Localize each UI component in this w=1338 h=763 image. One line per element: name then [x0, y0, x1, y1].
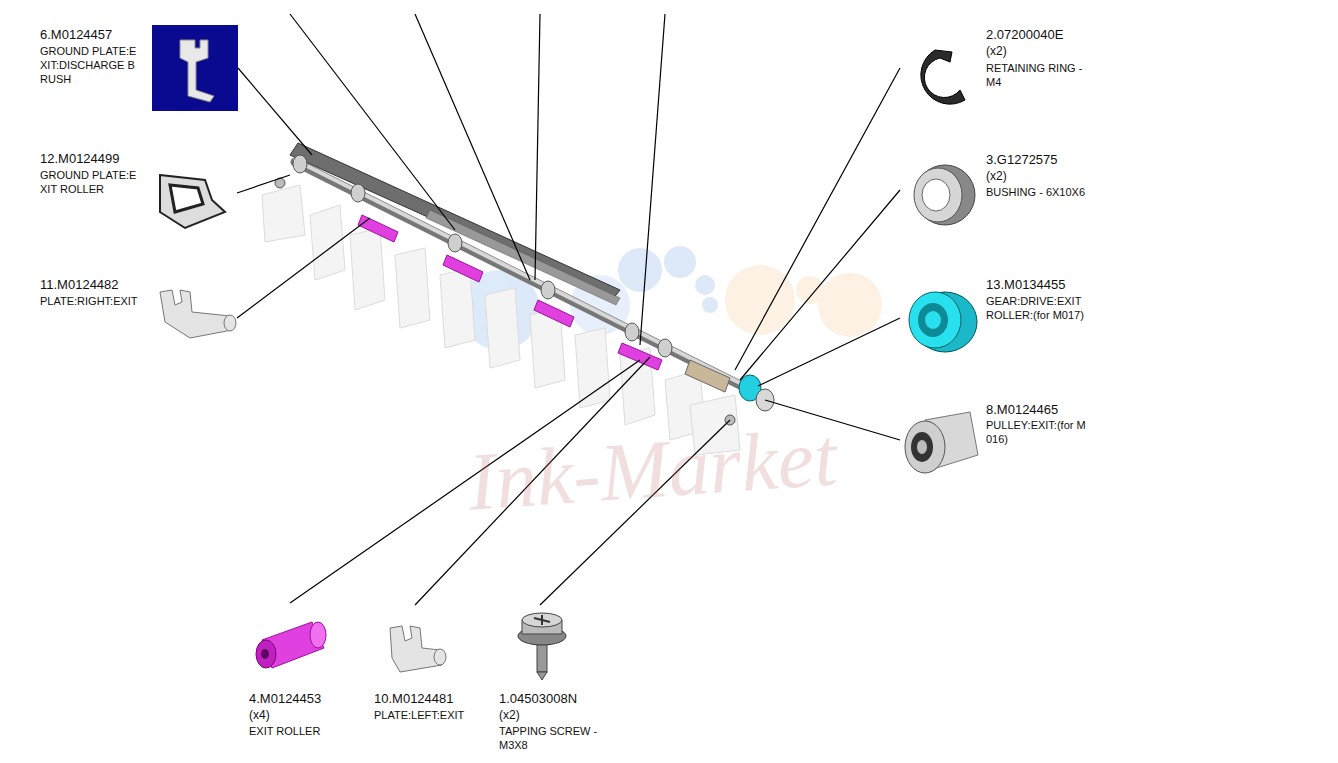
part-name: BUSHING - 6X10X6 [986, 185, 1085, 199]
part-icon [518, 613, 566, 680]
callout-number: 8.M0124465 [986, 403, 1058, 417]
callout-number: 4.M0124453 [249, 692, 321, 706]
part-icon [390, 626, 446, 672]
part-icon [905, 412, 978, 473]
callout-number: 11.M0124482 [40, 278, 119, 292]
callout-number: 13.M0134455 [986, 278, 1066, 292]
callout-number: 2.07200040E [986, 28, 1063, 42]
part-name: EXIT ROLLER [249, 724, 320, 738]
part-icon [160, 290, 236, 338]
exit-rollers [358, 215, 662, 370]
quantity: (x4) [249, 708, 270, 722]
part-name: PLATE:RIGHT:EXIT [40, 294, 138, 308]
callout-number: 10.M0124481 [374, 692, 454, 706]
part-name: GEAR:DRIVE:EXIT ROLLER:(for M017) [986, 294, 1098, 322]
part-icon [909, 292, 977, 352]
part-icon [160, 175, 225, 228]
watermark: Ink-Market [465, 412, 839, 528]
quantity: (x2) [499, 708, 520, 722]
guide-fins [262, 185, 740, 455]
part-name: PLATE:LEFT:EXIT [374, 708, 464, 722]
part-name: PULLEY:EXIT:(for M 016) [986, 418, 1098, 446]
part-icon [921, 50, 965, 104]
quantity: (x2) [986, 169, 1007, 183]
callout-number: 3.G1272575 [986, 153, 1058, 167]
callout-number: 12.M0124499 [40, 152, 120, 166]
quantity: (x2) [986, 44, 1007, 58]
part-name: TAPPING SCREW - M3X8 [499, 724, 607, 752]
part-icon [914, 165, 975, 225]
part-name: GROUND PLATE:E XIT:DISCHARGE B RUSH [40, 44, 148, 86]
part-icon [152, 25, 238, 111]
part-name: RETAINING RING - M4 [986, 61, 1086, 89]
part-name: GROUND PLATE:E XIT ROLLER [40, 168, 148, 196]
callout-number: 1.04503008N [499, 692, 577, 706]
leader-lines [237, 14, 900, 605]
part-icon [256, 622, 326, 668]
callout-number: 6.M0124457 [40, 28, 112, 42]
